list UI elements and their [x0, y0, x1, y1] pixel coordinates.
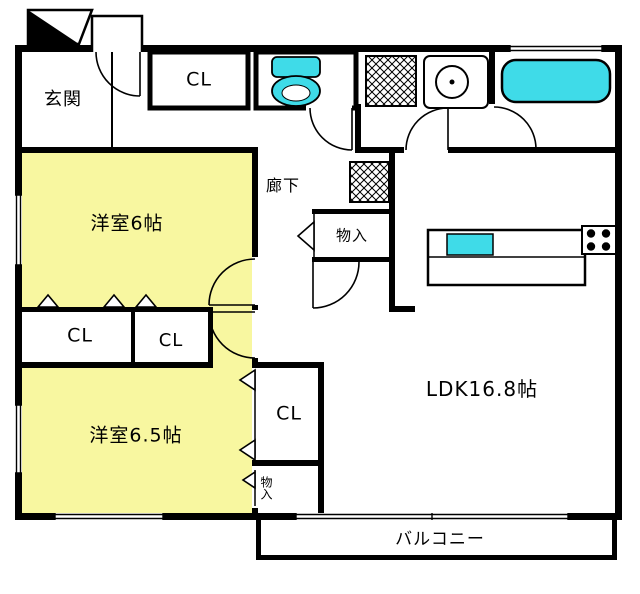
- room-label-genkan: 玄関: [44, 89, 82, 110]
- wall-openings: [92, 45, 448, 153]
- walls: [15, 45, 622, 560]
- windows: [15, 45, 603, 520]
- bathtub-icon: [500, 58, 612, 104]
- washbasin-icon: [423, 55, 489, 109]
- storage-hatch: [349, 161, 390, 203]
- room-label-closet-left: CL: [67, 324, 93, 347]
- room-label-storage-mid: 物入: [335, 226, 369, 245]
- entrance-porch: [90, 14, 144, 147]
- room-label-storage-bottom: 物入: [259, 476, 273, 500]
- room-label-closet-left2: CL: [158, 330, 184, 351]
- stove-icon: [581, 225, 617, 255]
- toilet-icon: [271, 56, 321, 107]
- washer-pan-hatch: [365, 55, 417, 107]
- room-label-closet-top: CL: [186, 68, 212, 91]
- room-label-bedroom65: 洋室6.5帖: [89, 424, 183, 447]
- north-flag-icon: [26, 8, 94, 46]
- room-boxes: [147, 49, 359, 111]
- folding-door-markers: [36, 220, 315, 490]
- room-label-hallway: 廊下: [265, 176, 301, 195]
- kitchen-sink-icon: [446, 233, 494, 256]
- kitchen-counter: [426, 228, 587, 287]
- door-swing-arcs: [95, 51, 537, 359]
- room-label-closet-center: CL: [276, 402, 302, 425]
- room-label-balcony: バルコニー: [395, 529, 485, 550]
- room-label-ldk: LDK16.8帖: [425, 377, 539, 401]
- room-label-bedroom6: 洋室6帖: [90, 212, 164, 235]
- room-floor-fills: [22, 152, 252, 513]
